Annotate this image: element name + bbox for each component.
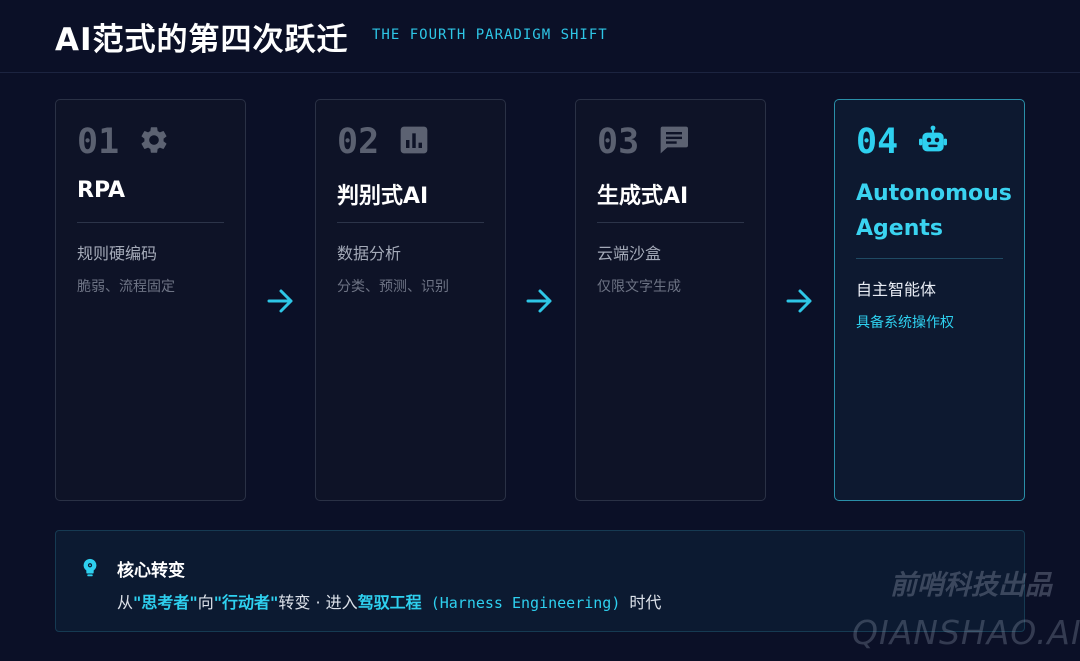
divider bbox=[856, 258, 1003, 259]
core-shift-panel: 核心转变 从"思考者"向"行动者"转变 · 进入驾驭工程 (Harness En… bbox=[55, 530, 1025, 632]
text-era: 时代 bbox=[629, 593, 662, 612]
watermark-en: QIANSHAO.AI bbox=[852, 613, 1080, 652]
card-detail: 分类、预测、识别 bbox=[337, 279, 449, 295]
lightbulb-icon bbox=[83, 558, 97, 577]
highlight-harness-en: (Harness Engineering) bbox=[421, 594, 630, 612]
divider bbox=[77, 222, 224, 223]
card-detail: 仅限文字生成 bbox=[597, 279, 681, 295]
text-from: 从 bbox=[117, 593, 134, 612]
highlight-thinker: "思考者" bbox=[133, 593, 198, 612]
card-rpa: 01 RPA 规则硬编码 脆弱、流程固定 bbox=[55, 99, 246, 501]
page-title: AI范式的第四次跃迁 bbox=[55, 22, 349, 58]
card-description: 规则硬编码 bbox=[77, 244, 158, 263]
gear-icon bbox=[141, 127, 167, 153]
card-description: 数据分析 bbox=[337, 244, 402, 263]
watermark-cn: 前哨科技出品 bbox=[890, 570, 1052, 601]
card-number: 02 bbox=[337, 122, 380, 162]
card-description: 云端沙盒 bbox=[597, 244, 662, 263]
header: AI范式的第四次跃迁 THE FOURTH PARADIGM SHIFT bbox=[0, 0, 1080, 73]
highlight-harness: 驾驭工程 bbox=[357, 593, 422, 612]
highlight-doer: "行动者" bbox=[213, 593, 279, 612]
divider bbox=[597, 222, 744, 223]
arrow-right-icon bbox=[267, 289, 293, 313]
text-to: 向 bbox=[197, 593, 214, 612]
robot-icon bbox=[919, 125, 947, 152]
card-number: 04 bbox=[856, 122, 899, 162]
card-number: 03 bbox=[597, 122, 640, 162]
divider bbox=[337, 222, 484, 223]
card-generative-ai: 03 生成式AI 云端沙盒 仅限文字生成 bbox=[575, 99, 766, 501]
text-shift: 转变 · 进入 bbox=[278, 593, 358, 612]
card-discriminative-ai: 02 判别式AI 数据分析 分类、预测、识别 bbox=[315, 99, 506, 501]
card-title: 生成式AI bbox=[597, 184, 689, 209]
card-number: 01 bbox=[77, 122, 120, 162]
card-detail: 具备系统操作权 bbox=[856, 315, 954, 331]
chat-icon bbox=[660, 126, 688, 154]
card-description: 自主智能体 bbox=[856, 280, 937, 299]
arrow-right-icon bbox=[526, 289, 552, 313]
card-title: RPA bbox=[77, 178, 126, 203]
panel-text: 从"思考者"向"行动者"转变 · 进入驾驭工程 (Harness Enginee… bbox=[117, 589, 661, 613]
panel-title: 核心转变 bbox=[117, 561, 185, 581]
bar-chart-icon bbox=[400, 126, 428, 154]
arrow-right-icon bbox=[786, 289, 812, 313]
card-autonomous-agents: 04 Autonomous Agents 自主智能体 具备系统操作权 bbox=[834, 99, 1025, 501]
card-title: 判别式AI bbox=[337, 184, 429, 209]
card-title: Autonomous Agents bbox=[856, 181, 1012, 241]
page-subtitle: THE FOURTH PARADIGM SHIFT bbox=[372, 27, 608, 43]
card-detail: 脆弱、流程固定 bbox=[77, 279, 175, 295]
